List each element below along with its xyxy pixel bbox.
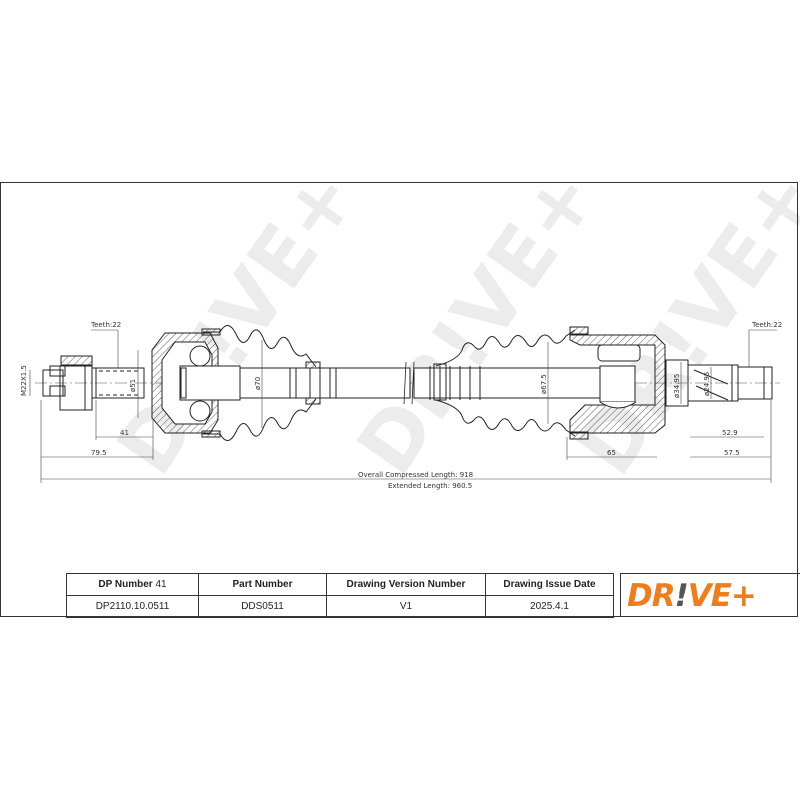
title-block: DP Number 41 Part Number Drawing Version… [66, 573, 800, 618]
overall-compressed-length: Overall Compressed Length: 918 [358, 471, 473, 479]
dim-65-label: 65 [607, 449, 616, 457]
diameter-34-95-label: ø34.95 [673, 374, 681, 398]
drawing-version-value: V1 [326, 595, 486, 618]
inner-boot [433, 326, 589, 440]
outer-boot [201, 325, 321, 441]
part-number-header: Part Number [198, 573, 327, 596]
thread-label: M22X1.5 [20, 365, 28, 396]
diameter-70-label: ø70 [254, 377, 262, 390]
dim-41-label: 41 [120, 429, 129, 437]
dim-79-5-label: 79.5 [91, 449, 107, 457]
right-teeth-label: Teeth:22 [751, 321, 782, 329]
dp-number-value: DP2110.10.0511 [66, 595, 199, 618]
dim-52-9-label: 52.9 [722, 429, 738, 437]
left-stub [42, 355, 145, 411]
extended-length: Extended Length: 960.5 [388, 482, 472, 490]
dp-number-header: DP Number 41 [66, 573, 199, 596]
watermark-group: DR!VE+ DR!VE+ DR!VE+ [99, 152, 800, 490]
left-teeth-label: Teeth:22 [90, 321, 121, 329]
diameter-24-95-label: ø24.95 [703, 372, 711, 396]
dimension-lines [29, 329, 777, 483]
outer-cv-joint [151, 332, 241, 434]
drive-logo: DR!VE+ [627, 578, 757, 614]
shaft [239, 361, 605, 405]
issue-date-header: Drawing Issue Date [485, 573, 614, 596]
logo-cell: DR!VE+ [620, 573, 800, 617]
diameter-67-5-label: ø67.5 [540, 374, 548, 394]
diameter-51-label: ø51 [129, 379, 137, 392]
right-stub [665, 359, 773, 407]
svg-text:DR!VE+: DR!VE+ [99, 152, 375, 490]
drawing-version-header: Drawing Version Number [326, 573, 486, 596]
issue-date-value: 2025.4.1 [485, 595, 614, 618]
inner-tripod-joint [569, 334, 666, 434]
dim-57-5-label: 57.5 [724, 449, 740, 457]
part-number-value: DDS0511 [198, 595, 327, 618]
